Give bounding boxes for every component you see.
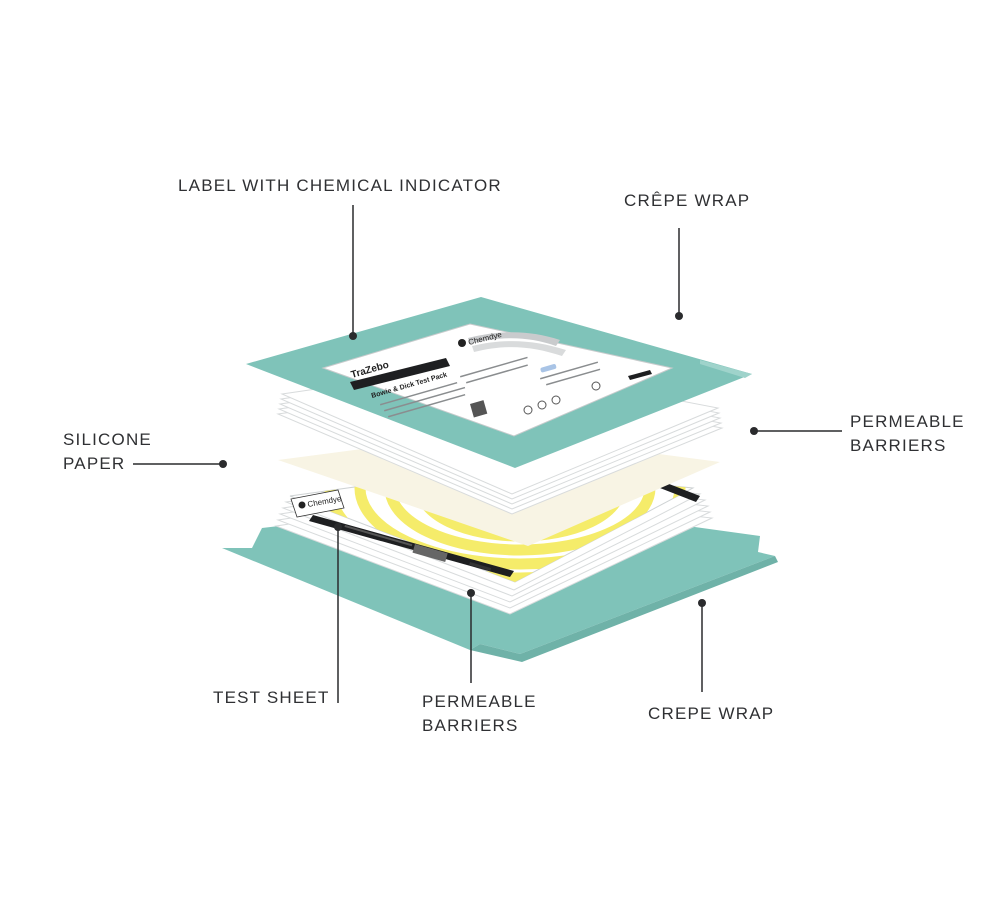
label-symbols bbox=[523, 381, 601, 415]
callout-line: PERMEABLE bbox=[850, 412, 965, 431]
callout-line: PAPER bbox=[63, 454, 126, 473]
callout-silicone-paper: SILICONE PAPER bbox=[63, 428, 152, 476]
callout-line: SILICONE bbox=[63, 430, 152, 449]
callout-line: BARRIERS bbox=[850, 436, 947, 455]
product-label: Chemdye TraZebo Bowie & Dick Test Pack bbox=[321, 323, 674, 437]
callout-label-with-chemical-indicator: LABEL WITH CHEMICAL INDICATOR bbox=[178, 176, 502, 195]
label-brand-logo-icon bbox=[458, 339, 466, 347]
callout-crepe-wrap-top: CRÊPE WRAP bbox=[624, 191, 751, 210]
label-header-band bbox=[350, 358, 450, 390]
label-qr-code bbox=[470, 400, 488, 418]
callout-crepe-wrap-bottom: CREPE WRAP bbox=[648, 704, 775, 723]
brand-logo-icon bbox=[298, 501, 306, 509]
leader-dots bbox=[219, 312, 758, 607]
test-sheet-band-right bbox=[660, 482, 700, 502]
callout-permeable-barriers-right: PERMEABLE BARRIERS bbox=[850, 410, 965, 458]
test-sheet-print bbox=[344, 525, 492, 571]
leader-lines bbox=[133, 205, 842, 703]
callout-permeable-barriers-bottom: PERMEABLE BARRIERS bbox=[422, 690, 537, 738]
chemical-indicator-patch bbox=[540, 364, 557, 373]
test-sheet-brand-box: Chemdye bbox=[290, 489, 345, 518]
callout-test-sheet: TEST SHEET bbox=[213, 688, 330, 707]
callout-line: BARRIERS bbox=[422, 716, 519, 735]
callout-line: PERMEABLE bbox=[422, 692, 537, 711]
label-fine-print bbox=[380, 356, 601, 418]
